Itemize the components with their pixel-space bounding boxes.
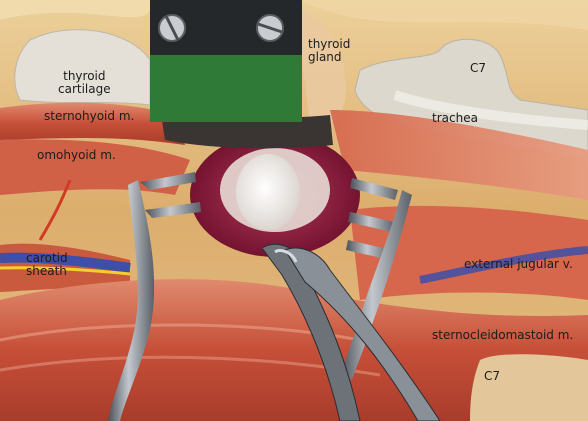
label-thyroid-gland-line1: thyroid — [308, 37, 351, 51]
vagus-nerve — [0, 266, 131, 276]
label-carotid-sheath-line1: carotid — [26, 251, 68, 265]
label-thyroid-gland: thyroid gland — [308, 38, 350, 64]
label-thyroid-gland-line2: gland — [308, 50, 342, 64]
label-thyroid-cartilage-line2: cartilage — [58, 82, 111, 96]
label-c7-top: C7 — [470, 61, 487, 75]
c7-vertebra-bottom — [470, 354, 588, 421]
thyroid-gland — [300, 10, 346, 127]
label-thyroid-cartilage-line1: thyroid — [63, 69, 106, 83]
label-external-jugular: external jugular v. — [464, 257, 573, 271]
thyroid-cartilage — [14, 29, 151, 106]
exposed-disc — [236, 154, 300, 230]
artery-branch — [38, 179, 72, 241]
carotid-sheath-vein — [0, 252, 131, 273]
omohyoid-muscle — [0, 139, 190, 195]
external-jugular-vein — [419, 246, 588, 284]
rongeur-jaw-right — [284, 247, 441, 421]
trachea-muscle-band — [330, 110, 588, 200]
lower-right-muscle — [350, 205, 588, 300]
label-thyroid-cartilage: thyroid cartilage — [58, 70, 111, 96]
sternohyoid-muscle — [0, 102, 185, 145]
label-carotid-sheath: carotid sheath — [26, 252, 68, 278]
label-c7-bottom: C7 — [484, 369, 501, 383]
label-omohyoid: omohyoid m. — [37, 148, 116, 162]
label-carotid-sheath-line2: sheath — [26, 264, 67, 278]
label-trachea: trachea — [432, 111, 478, 125]
label-sternohyoid: sternohyoid m. — [44, 109, 135, 123]
left-retractor — [108, 180, 155, 421]
label-sternocleidomastoid: sternocleidomastoid m. — [432, 328, 574, 342]
